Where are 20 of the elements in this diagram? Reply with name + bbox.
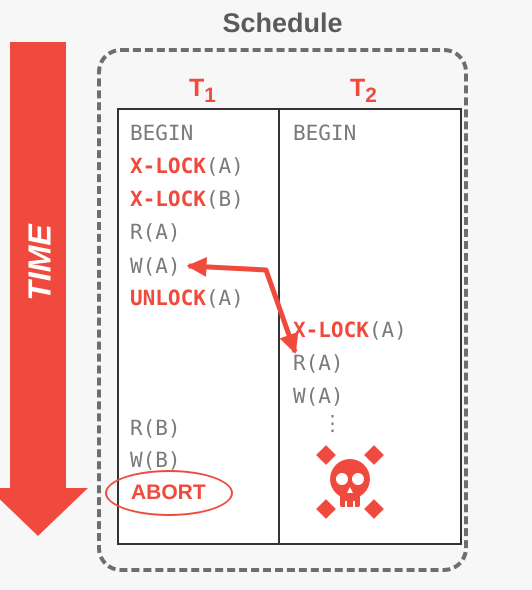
operation-text: BEGIN [293, 120, 356, 146]
operation-text: R(B) [130, 415, 181, 441]
operation-text: W(B) [130, 447, 181, 473]
frame-title: Schedule [222, 8, 343, 39]
operation-text: W(A) [130, 253, 181, 279]
operation-text: R(A) [293, 350, 344, 376]
operation-text: ⋮ [322, 410, 343, 436]
operation-text: UNLOCK(A) [130, 285, 244, 311]
column-heading: T$_{1}$ [189, 74, 216, 108]
operation-text: W(A) [293, 383, 344, 409]
highlight-ellipse [105, 470, 233, 516]
column-heading: T$_{2}$ [350, 74, 377, 108]
operation-text: X-LOCK(A) [130, 153, 244, 179]
operation-text: X-LOCK(A) [293, 317, 407, 343]
operation-text: R(A) [130, 219, 181, 245]
double-arrow [186, 256, 298, 354]
operation-text: X-LOCK(B) [130, 186, 244, 212]
abort-text: ABORT [131, 480, 206, 506]
operation-text: BEGIN [130, 120, 194, 146]
axis-label: TIME [22, 224, 58, 300]
